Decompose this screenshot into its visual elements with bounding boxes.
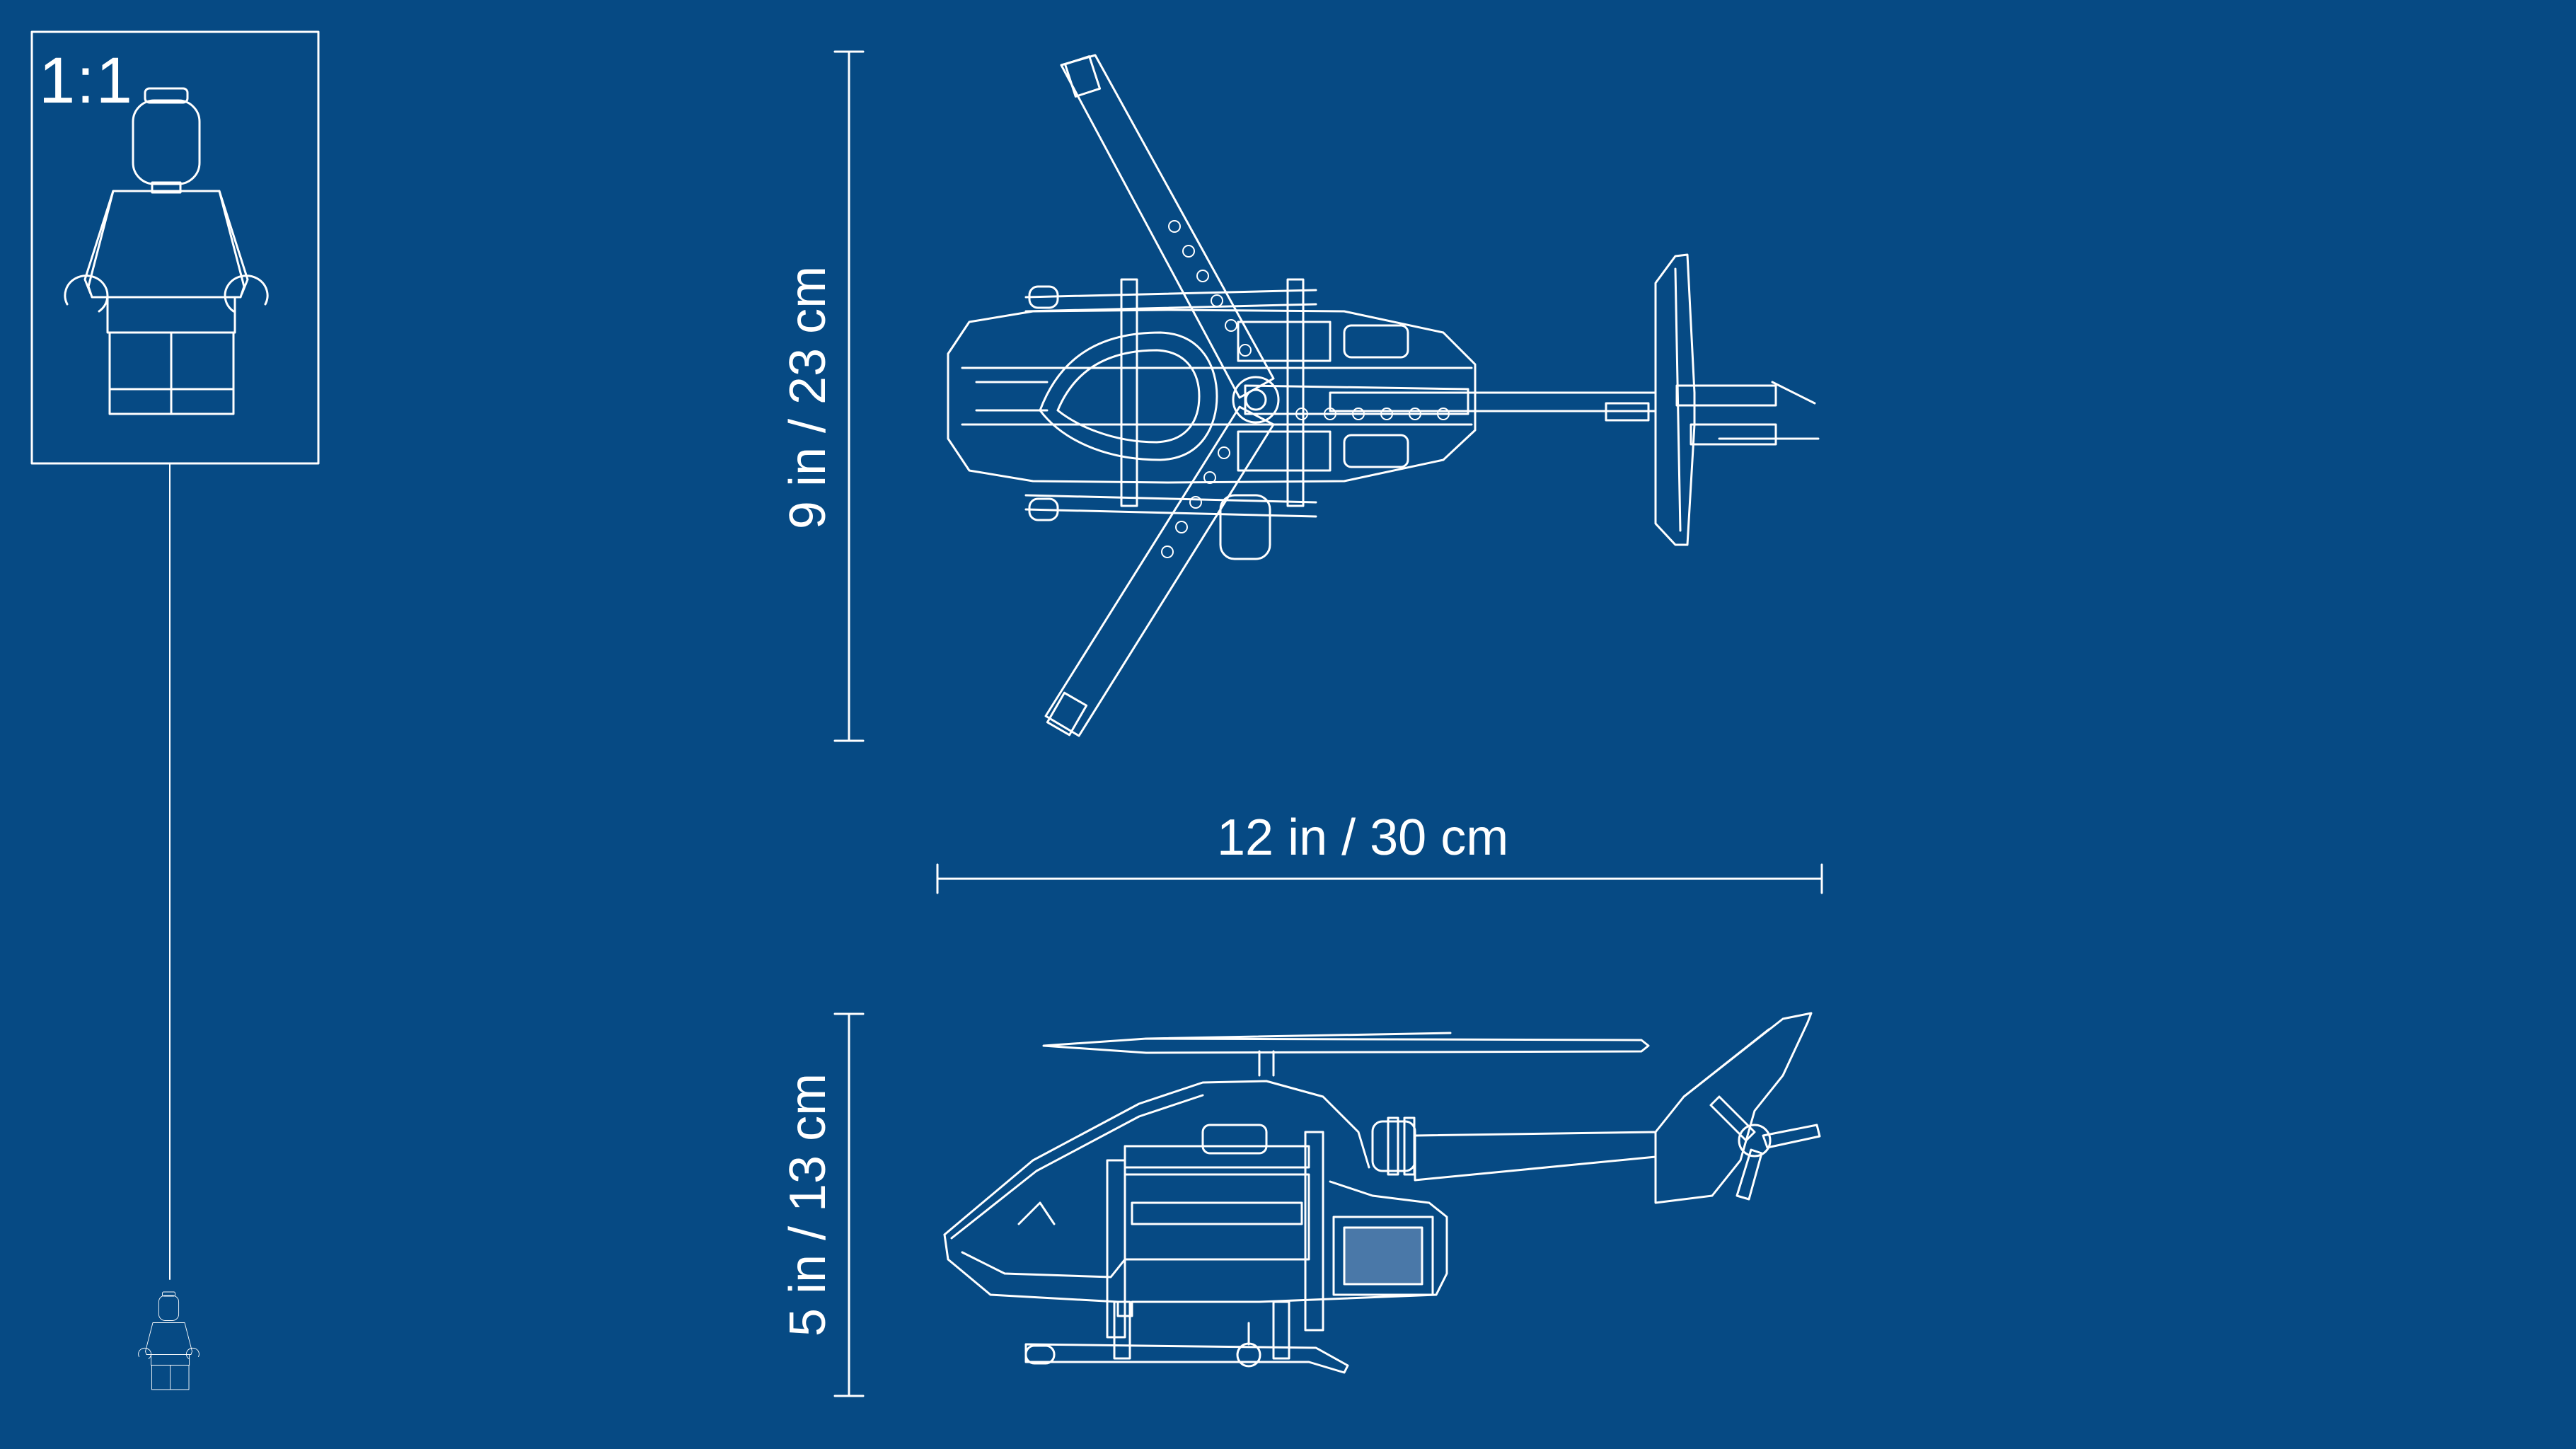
side-tail-boom xyxy=(1414,1131,1657,1182)
top-fuselage xyxy=(947,308,1477,484)
helicopter-side-view xyxy=(943,1012,1821,1374)
side-view-height-dimension xyxy=(833,1012,865,1397)
side-engine-block xyxy=(1343,1226,1423,1286)
side-tail-fin xyxy=(1654,1012,1813,1204)
minifigure-large xyxy=(64,87,269,415)
side-main-rotor xyxy=(1042,1037,1650,1054)
width-dimension xyxy=(936,863,1823,894)
scale-reference-box xyxy=(30,30,320,465)
top-view-height-dimension xyxy=(833,50,865,742)
side-fuselage xyxy=(943,1180,1448,1317)
side-landing-skid xyxy=(1024,1300,1349,1374)
minifigure-small xyxy=(138,1291,200,1390)
top-landing-struts xyxy=(1024,278,1317,521)
top-main-rotor xyxy=(1044,54,1469,737)
side-canopy xyxy=(943,1080,1370,1236)
side-view-height-label: 5 in / 13 cm xyxy=(780,1073,836,1337)
helicopter-top-view xyxy=(947,54,1820,737)
top-view-height-label: 9 in / 23 cm xyxy=(780,265,836,530)
side-tail-rotor xyxy=(1709,1095,1821,1201)
rotor-holes xyxy=(1161,220,1450,558)
width-label: 12 in / 30 cm xyxy=(1217,809,1509,866)
scale-frame xyxy=(30,30,320,465)
scale-label: 1:1 xyxy=(39,45,134,117)
